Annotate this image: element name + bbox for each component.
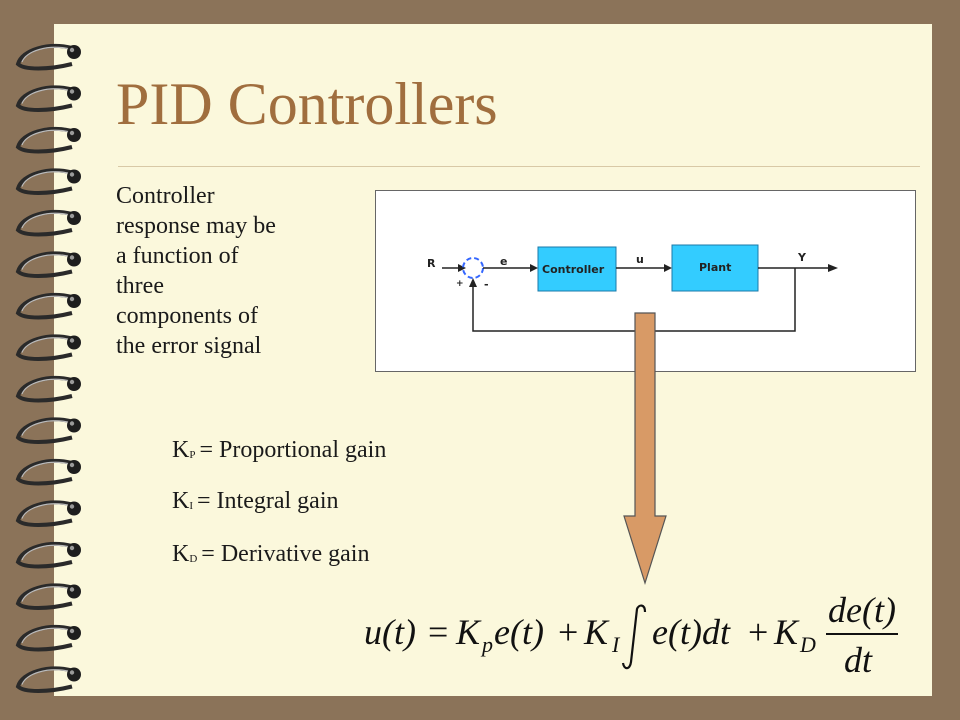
eq-e1: e(t) [494, 612, 544, 652]
eq-kp-sub: p [480, 632, 493, 657]
body-line: three [116, 273, 164, 299]
block-diagram-frame: R + - e Controller u Plant Y [375, 190, 916, 372]
error-label: e [500, 255, 507, 268]
spiral-binding [15, 43, 81, 693]
feedback-arrowhead [469, 278, 477, 287]
output-arrowhead [828, 264, 838, 272]
input-label: R [427, 257, 436, 270]
control-label: u [636, 253, 644, 266]
binding-ring [15, 43, 81, 71]
binding-ring [15, 251, 81, 278]
plant-label: Plant [699, 261, 731, 274]
binding-ring [15, 666, 81, 693]
eq-denominator: dt [844, 640, 873, 680]
block-diagram: R + - e Controller u Plant Y [427, 244, 838, 332]
binding-ring [15, 292, 81, 320]
controller-label: Controller [542, 263, 605, 276]
binding-ring [15, 417, 81, 444]
gain-symbol: K [172, 541, 190, 567]
slide-title: PID Controllers [116, 71, 498, 137]
gain-symbol: K [172, 488, 190, 514]
body-line: components of [116, 303, 258, 329]
binding-ring [15, 458, 81, 486]
minus-sign: - [484, 278, 489, 291]
gain-derivative: KD= Derivative gain [172, 541, 369, 568]
binding-ring [15, 583, 81, 610]
body-text: Controller response may be a function of… [116, 181, 346, 361]
body-line: Controller [116, 183, 215, 209]
gain-symbol: K [172, 437, 190, 463]
binding-ring [15, 541, 81, 569]
body-line: the error signal [116, 333, 262, 359]
eq-plus1: + [558, 612, 578, 652]
eq-numerator: de(t) [828, 592, 896, 630]
plus-sign: + [456, 279, 464, 289]
controller-block [537, 246, 617, 292]
integral-sign [621, 604, 647, 670]
gain-subscript: I [189, 500, 194, 512]
pid-equation: u(t) = K p e(t) + K I e(t)dt + K D de(t)… [364, 592, 898, 680]
eq-ki-sub: I [611, 632, 621, 657]
eq-kd: K [773, 612, 800, 652]
binding-ring [15, 209, 81, 237]
eq-equals: = [428, 612, 448, 652]
gain-description: = Proportional gain [199, 437, 387, 463]
binding-ring [15, 334, 81, 361]
gain-description: = Integral gain [197, 488, 339, 514]
binding-ring [15, 500, 81, 527]
binding-ring [15, 85, 81, 112]
title-divider [118, 166, 920, 167]
binding-ring [15, 375, 81, 403]
error-arrowhead [530, 264, 538, 272]
gain-integral: KI= Integral gain [172, 488, 339, 515]
gain-subscript: D [189, 553, 198, 565]
gain-proportional: KP= Proportional gain [172, 437, 386, 464]
output-label: Y [797, 251, 807, 264]
eq-plus2: + [748, 612, 768, 652]
binding-ring [15, 126, 81, 154]
eq-kd-sub: D [799, 632, 816, 657]
binding-ring [15, 624, 81, 652]
input-arrowhead [458, 264, 466, 272]
body-line: response may be [116, 213, 276, 239]
eq-ki: K [583, 612, 610, 652]
eq-lhs: u(t) [364, 612, 416, 652]
gain-subscript: P [189, 449, 196, 461]
plant-block [671, 244, 759, 292]
control-arrowhead [664, 264, 672, 272]
binding-ring [15, 168, 81, 195]
body-line: a function of [116, 243, 239, 269]
eq-integrand: e(t)dt [652, 612, 731, 652]
eq-kp: K [455, 612, 482, 652]
gain-description: = Derivative gain [201, 541, 370, 567]
